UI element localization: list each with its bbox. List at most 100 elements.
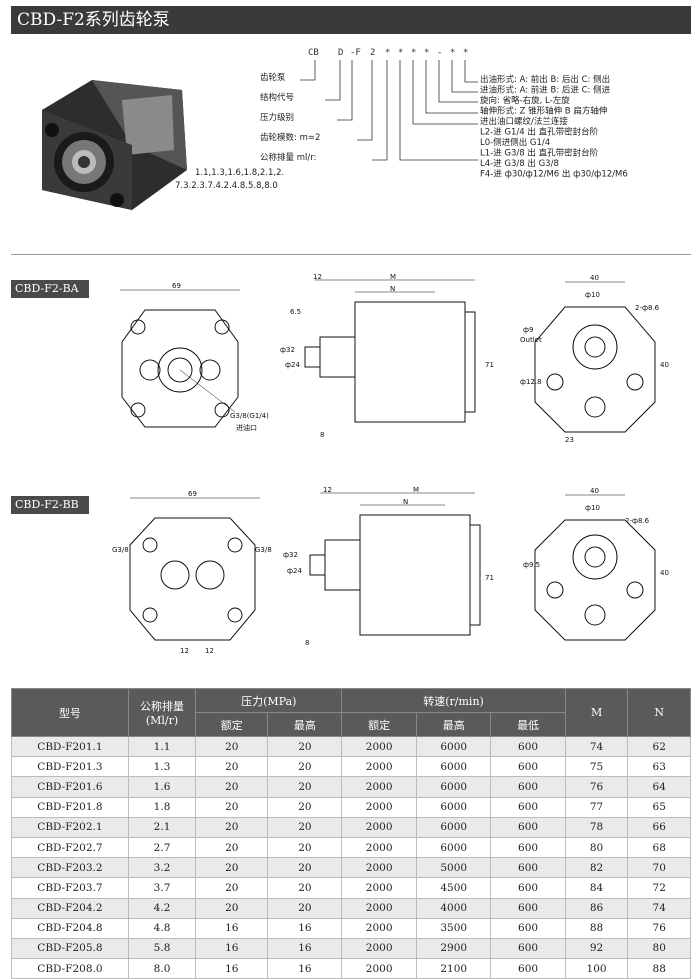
col-model: 型号: [11, 688, 129, 737]
page-title: CBD-F2系列齿轮泵: [11, 6, 691, 34]
table-cell: 2900: [415, 937, 492, 960]
table-cell: 2000: [341, 776, 417, 798]
svg-text:M: M: [413, 486, 419, 494]
svg-text:12: 12: [180, 647, 189, 655]
col-speed: 转速(r/min): [341, 688, 566, 713]
svg-text:M: M: [390, 273, 396, 281]
table-cell: 74: [627, 897, 691, 919]
code-left-label: 结构代号: [260, 92, 294, 103]
table-cell: 88: [564, 917, 629, 939]
table-cell: 63: [627, 756, 691, 778]
table-cell: 68: [627, 836, 691, 859]
svg-text:ф32: ф32: [283, 551, 298, 559]
svg-text:71: 71: [485, 574, 494, 582]
table-cell: 20: [267, 735, 343, 758]
table-cell: CBD-F205.8: [11, 937, 129, 960]
code-char: *: [424, 48, 429, 58]
table-cell: 600: [490, 897, 566, 919]
table-cell: 62: [627, 735, 691, 758]
bb-rear-view: 40 ф10 2-ф8.6 ф9.5 40: [523, 487, 669, 641]
table-cell: 1.1: [127, 735, 197, 758]
svg-text:8: 8: [320, 431, 324, 439]
col-displacement: 公称排量(Ml/r): [127, 688, 197, 737]
table-cell: 20: [195, 735, 269, 758]
table-cell: 2100: [415, 958, 492, 979]
section-label-bb: CBD-F2-BB: [11, 496, 89, 514]
col-pressure-max: 最高: [267, 712, 343, 737]
svg-text:23: 23: [565, 436, 574, 444]
table-cell: 6000: [415, 756, 492, 778]
svg-text:G3/8: G3/8: [255, 546, 272, 554]
svg-text:2-ф8.6: 2-ф8.6: [625, 517, 650, 525]
table-cell: 20: [195, 756, 269, 778]
table-cell: 16: [195, 917, 269, 939]
bb-front-view: 69 G3/8 G3/8 12 12: [112, 490, 272, 655]
table-cell: 1.3: [127, 756, 197, 778]
table-cell: 2000: [341, 796, 417, 818]
table-cell: 600: [490, 857, 566, 879]
col-speed-max: 最高: [415, 712, 492, 737]
code-left-label: 压力级别: [260, 112, 294, 123]
table-cell: 4500: [415, 877, 492, 899]
svg-text:40: 40: [660, 361, 669, 369]
svg-text:ф24: ф24: [285, 361, 300, 369]
svg-text:Outlet: Outlet: [520, 336, 542, 344]
code-char: -: [437, 48, 442, 58]
table-cell: 2000: [341, 857, 417, 879]
svg-text:N: N: [403, 498, 408, 506]
table-cell: 6000: [415, 796, 492, 818]
svg-text:12: 12: [205, 647, 214, 655]
svg-text:ф9: ф9: [523, 326, 533, 334]
table-cell: 92: [564, 937, 629, 960]
bb-side-view: M N 12 ф32 ф24 71 8: [283, 486, 494, 647]
code-char: *: [411, 48, 416, 58]
svg-text:ф12.8: ф12.8: [520, 378, 542, 386]
table-cell: CBD-F201.1: [11, 735, 129, 758]
table-cell: 6000: [415, 735, 492, 758]
table-cell: 2000: [341, 937, 417, 960]
code-right-label: 进出油口螺纹/法兰连接: [480, 116, 568, 127]
table-cell: 20: [195, 877, 269, 899]
svg-text:71: 71: [485, 361, 494, 369]
table-cell: 20: [195, 776, 269, 798]
svg-text:40: 40: [590, 487, 599, 495]
table-cell: CBD-F208.0: [11, 958, 129, 979]
table-cell: 600: [490, 796, 566, 818]
code-right-label: 出油形式: A: 前出 B: 后出 C: 侧出: [480, 74, 610, 85]
table-cell: 600: [490, 735, 566, 758]
table-cell: 20: [267, 836, 343, 859]
code-char: *: [385, 48, 390, 58]
table-cell: 5000: [415, 857, 492, 879]
col-pressure: 压力(MPa): [195, 688, 343, 713]
table-cell: 20: [195, 836, 269, 859]
table-cell: 600: [490, 836, 566, 859]
table-cell: CBD-F203.7: [11, 877, 129, 899]
table-cell: 75: [564, 756, 629, 778]
table-cell: 80: [627, 937, 691, 960]
code-char: CB: [308, 48, 319, 58]
code-left-label: 7.3.2.3.7.4.2.4.8.5.8,8.0: [175, 181, 278, 191]
code-left-label: 1.1,1.3,1.6,1.8,2.1,2.: [195, 168, 284, 178]
table-cell: 1.6: [127, 776, 197, 798]
code-char: *: [398, 48, 403, 58]
table-cell: 6000: [415, 776, 492, 798]
code-left-label: 公称排量 ml/r:: [260, 152, 316, 163]
table-cell: 20: [267, 857, 343, 879]
table-cell: 600: [490, 816, 566, 838]
table-cell: 88: [627, 958, 691, 979]
svg-text:N: N: [390, 285, 395, 293]
table-cell: 72: [627, 877, 691, 899]
table-cell: 20: [195, 857, 269, 879]
svg-text:ф32: ф32: [280, 346, 295, 354]
code-left-label: 齿轮泵: [260, 72, 286, 83]
table-cell: 4000: [415, 897, 492, 919]
table-cell: 20: [267, 897, 343, 919]
table-cell: 600: [490, 756, 566, 778]
table-cell: 70: [627, 857, 691, 879]
table-cell: CBD-F203.2: [11, 857, 129, 879]
code-right-label: 轴伸形式: Z 锥形轴伸 B 扁方轴伸: [480, 106, 607, 117]
table-cell: 1.8: [127, 796, 197, 818]
